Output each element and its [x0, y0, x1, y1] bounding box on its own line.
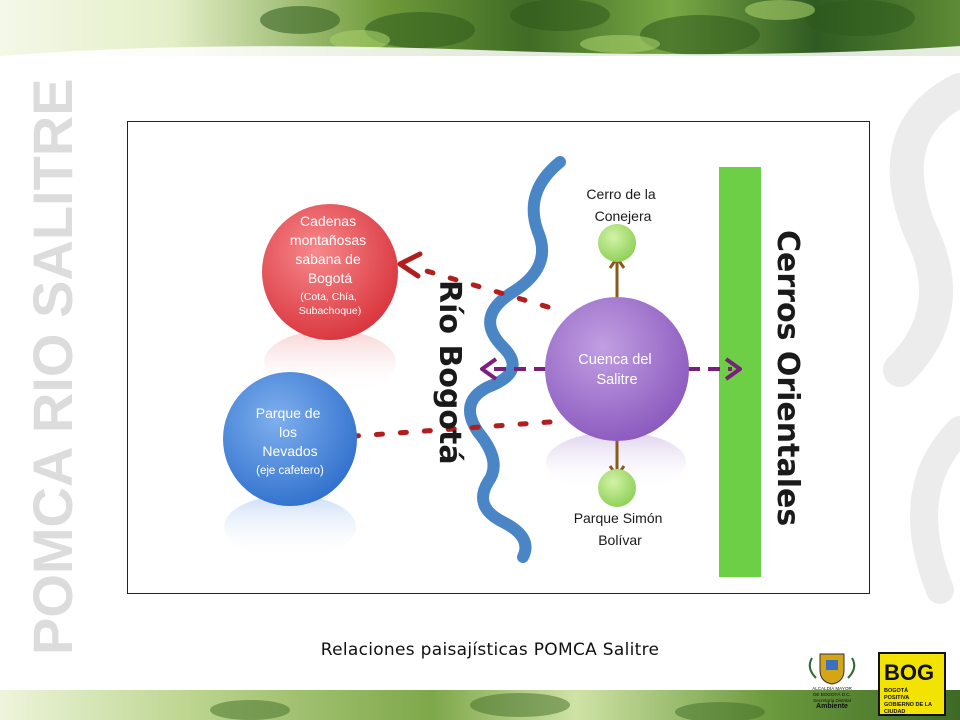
bog-logo-subtext: BOGOTÁ POSITIVA GOBIERNO DE LA CIUDAD — [884, 688, 932, 715]
red-node-subtitle: (Cota, Chía, Subachoque) — [299, 291, 361, 317]
arrow-center-to-blue — [297, 419, 553, 443]
decorative-swirl — [883, 73, 960, 604]
arrow-red-head — [397, 251, 423, 279]
foliage-texture-bottom — [210, 693, 765, 720]
bottom-node-label: Parque Simón Bolívar — [574, 510, 667, 548]
cerros-orientales-bar — [719, 167, 761, 577]
side-title-text: POMCA RIO SALITRE — [21, 78, 82, 655]
arrow-river-head — [480, 357, 498, 381]
blue-node-reflection — [224, 495, 356, 559]
rio-bogota-river — [464, 156, 566, 563]
red-node-title: Cadenas montañosas sabana de Bogotá — [290, 213, 370, 286]
bog-logo-text: BOG — [884, 660, 935, 685]
bottom-foliage-banner — [0, 690, 960, 720]
side-title: POMCA RIO SALITRE — [10, 40, 84, 660]
blue-node — [223, 372, 357, 506]
center-node-title: Cuenca del Salitre — [578, 352, 655, 388]
arrow-hills-head — [724, 357, 742, 381]
red-node — [262, 204, 398, 340]
alcaldia-logo-text: ALCALDÍA MAYOR DE BOGOTÁ D.C. Secretaría… — [812, 686, 852, 710]
top-node-label: Cerro de la Conejera — [586, 186, 659, 224]
diagram-frame: Cadenas montañosas sabana de Bogotá (Cot… — [127, 121, 870, 594]
landscape-relations-diagram: Cadenas montañosas sabana de Bogotá (Cot… — [223, 156, 805, 577]
top-green-node — [598, 224, 636, 262]
blue-node-title: Parque de los Nevados — [256, 405, 325, 459]
center-node — [545, 297, 689, 441]
rio-bogota-label: Río Bogotá — [432, 280, 467, 465]
blue-node-subtitle: (eje cafetero) — [256, 465, 324, 477]
top-foliage-banner — [0, 0, 960, 56]
diagram-caption: Relaciones paisajísticas POMCA Salitre — [320, 640, 660, 660]
foliage-texture — [0, 0, 960, 56]
alcaldia-logo: ALCALDÍA MAYOR DE BOGOTÁ D.C. Secretaría… — [800, 650, 864, 718]
bottom-green-node — [598, 469, 636, 507]
bogota-positiva-logo: BOG BOGOTÁ POSITIVA GOBIERNO DE LA CIUDA… — [878, 652, 946, 716]
arrow-center-to-red — [410, 264, 551, 310]
coat-of-arms-icon — [808, 653, 856, 685]
cerros-orientales-label: Cerros Orientales — [770, 230, 805, 526]
